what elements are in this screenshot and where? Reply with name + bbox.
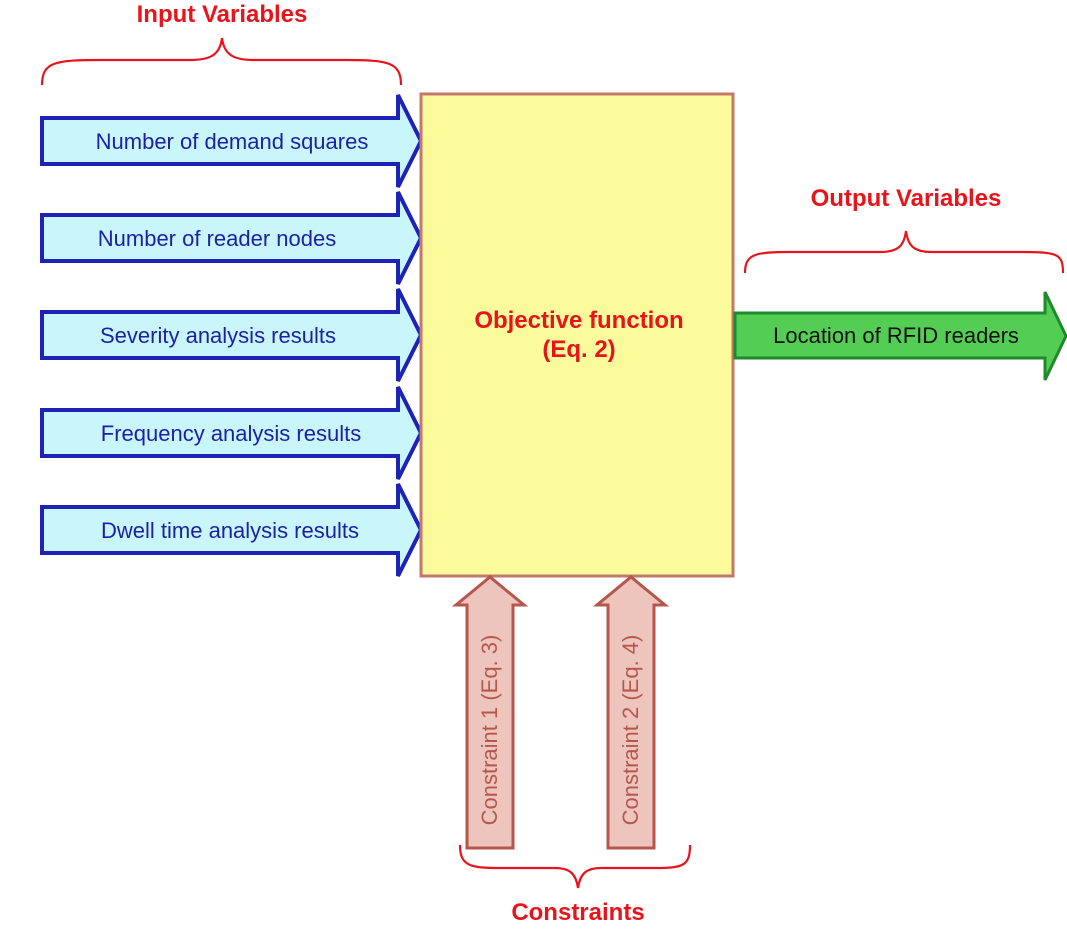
constraints-title: Constraints <box>511 899 644 926</box>
input-label-4: Frequency analysis results <box>101 421 361 446</box>
constraint-label-2: Constraint 2 (Eq. 4) <box>618 635 643 826</box>
input-arrow-1: Number of demand squares <box>40 94 424 188</box>
output-variables-title: Output Variables <box>811 185 1002 212</box>
input-arrow-5: Dwell time analysis results <box>40 483 424 577</box>
objective-function-equation: (Eq. 2) <box>542 336 615 363</box>
input-variables-brace <box>40 37 403 86</box>
output-label: Location of RFID readers <box>773 323 1019 348</box>
objective-function-title: Objective function <box>474 307 683 334</box>
input-arrow-3: Severity analysis results <box>40 288 424 382</box>
input-variables-title: Input Variables <box>137 1 308 28</box>
input-arrow-4: Frequency analysis results <box>40 386 424 480</box>
input-label-3: Severity analysis results <box>100 323 336 348</box>
output-variables-brace <box>743 230 1065 274</box>
constraint-arrow-1: Constraint 1 (Eq. 3) <box>451 575 529 850</box>
input-label-2: Number of reader nodes <box>98 226 336 251</box>
input-label-5: Dwell time analysis results <box>101 518 359 543</box>
constraint-arrow-2: Constraint 2 (Eq. 4) <box>592 575 670 850</box>
input-label-1: Number of demand squares <box>96 129 369 154</box>
input-arrow-2: Number of reader nodes <box>40 191 424 285</box>
objective-function-box <box>419 92 735 578</box>
constraints-brace <box>458 844 692 889</box>
output-arrow: Location of RFID readers <box>733 291 1067 381</box>
constraint-label-1: Constraint 1 (Eq. 3) <box>477 635 502 826</box>
